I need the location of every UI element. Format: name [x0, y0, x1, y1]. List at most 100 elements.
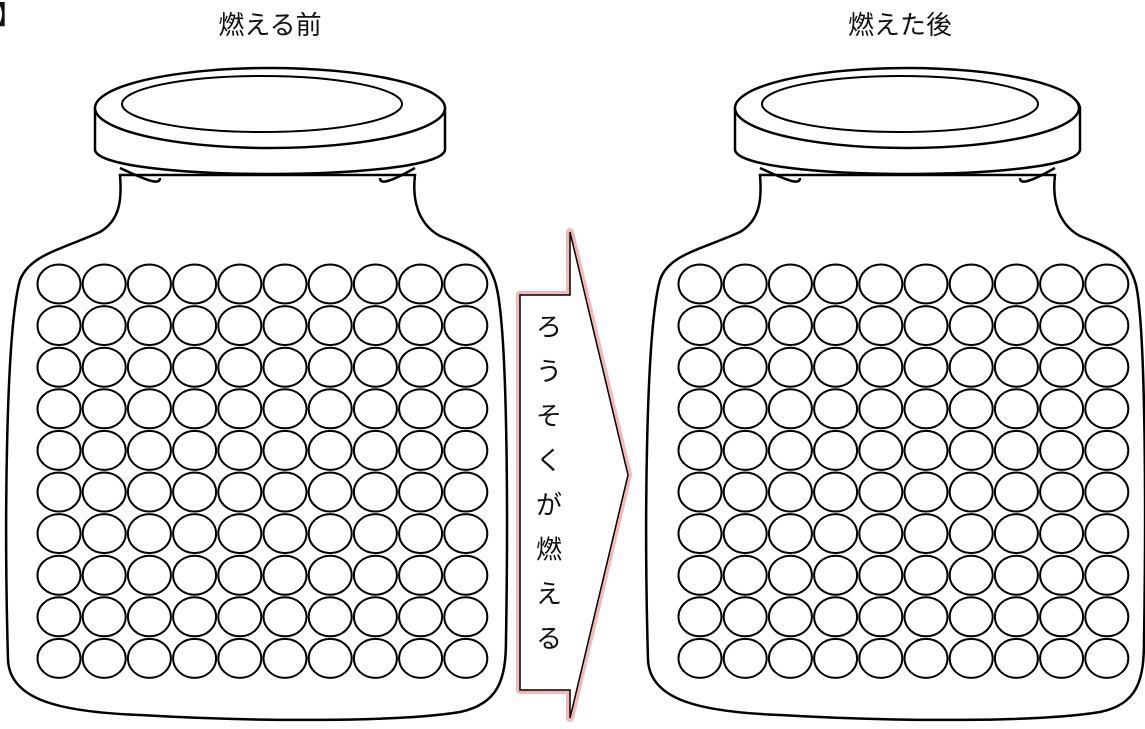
grid-circle	[172, 513, 218, 555]
grid-circle	[81, 305, 127, 347]
grid-circle	[903, 554, 949, 596]
grid-circle	[722, 388, 768, 430]
grid-circle	[443, 471, 489, 513]
grid-circle	[1039, 637, 1085, 679]
jar-before-lid-top	[93, 66, 447, 150]
grid-circle	[398, 388, 444, 430]
grid-circle	[993, 471, 1039, 513]
grid-circle	[217, 637, 263, 679]
grid-circle	[813, 388, 859, 430]
grid-circle	[948, 596, 994, 638]
grid-circle	[398, 429, 444, 471]
grid-circle	[858, 388, 904, 430]
grid-circle	[993, 554, 1039, 596]
grid-circle	[443, 637, 489, 679]
grid-circle	[1084, 305, 1130, 347]
grid-circle	[813, 263, 859, 305]
grid-circle	[903, 346, 949, 388]
grid-circle	[398, 596, 444, 638]
grid-circle	[172, 263, 218, 305]
arrow-label-char: う	[536, 358, 562, 388]
grid-circle	[722, 554, 768, 596]
grid-circle	[352, 305, 398, 347]
jar-after-neck-right	[1018, 166, 1056, 183]
grid-circle	[398, 263, 444, 305]
grid-circle	[352, 554, 398, 596]
grid-circle	[36, 513, 82, 555]
jar-before-title: 燃える前	[218, 11, 321, 41]
grid-circle	[903, 596, 949, 638]
grid-circle	[262, 554, 308, 596]
grid-circle	[217, 388, 263, 430]
grid-circle	[767, 346, 813, 388]
grid-circle	[767, 263, 813, 305]
grid-circle	[1084, 513, 1130, 555]
corner-mark: 】	[0, 1, 22, 31]
grid-circle	[813, 554, 859, 596]
grid-circle	[1084, 346, 1130, 388]
grid-circle	[677, 346, 723, 388]
grid-circle	[172, 429, 218, 471]
grid-circle	[858, 554, 904, 596]
grid-circle	[81, 637, 127, 679]
grid-circle	[126, 346, 172, 388]
grid-circle	[307, 471, 353, 513]
grid-circle	[677, 596, 723, 638]
grid-circle	[172, 346, 218, 388]
grid-circle	[993, 429, 1039, 471]
grid-circle	[948, 429, 994, 471]
grid-circle	[948, 554, 994, 596]
grid-circle	[172, 596, 218, 638]
grid-circle	[993, 346, 1039, 388]
grid-circle	[81, 429, 127, 471]
jar-before: 燃える前	[4, 11, 509, 722]
grid-circle	[1084, 554, 1130, 596]
grid-circle	[307, 554, 353, 596]
grid-circle	[36, 346, 82, 388]
grid-circle	[903, 263, 949, 305]
grid-circle	[262, 596, 308, 638]
grid-circle	[903, 388, 949, 430]
grid-circle	[722, 346, 768, 388]
grid-circle	[948, 388, 994, 430]
grid-circle	[126, 513, 172, 555]
grid-circle	[677, 388, 723, 430]
grid-circle	[993, 263, 1039, 305]
grid-circle	[398, 471, 444, 513]
grid-circle	[858, 305, 904, 347]
grid-circle	[993, 596, 1039, 638]
grid-circle	[81, 471, 127, 513]
grid-circle	[217, 513, 263, 555]
grid-circle	[307, 388, 353, 430]
grid-circle	[813, 596, 859, 638]
grid-circle	[262, 305, 308, 347]
grid-circle	[217, 471, 263, 513]
grid-circle	[677, 471, 723, 513]
grid-circle	[443, 554, 489, 596]
grid-circle	[1039, 596, 1085, 638]
grid-circle	[722, 513, 768, 555]
grid-circle	[36, 263, 82, 305]
grid-circle	[858, 429, 904, 471]
grid-circle	[172, 554, 218, 596]
grid-circle	[172, 388, 218, 430]
grid-circle	[1084, 596, 1130, 638]
grid-circle	[767, 429, 813, 471]
grid-circle	[217, 596, 263, 638]
grid-circle	[677, 637, 723, 679]
jar-after-circle-grid	[677, 263, 1130, 679]
grid-circle	[1039, 429, 1085, 471]
grid-circle	[262, 471, 308, 513]
grid-circle	[677, 263, 723, 305]
grid-circle	[1084, 637, 1130, 679]
grid-circle	[813, 429, 859, 471]
grid-circle	[1039, 346, 1085, 388]
grid-circle	[217, 554, 263, 596]
grid-circle	[813, 471, 859, 513]
grid-circle	[722, 263, 768, 305]
grid-circle	[262, 637, 308, 679]
grid-circle	[262, 388, 308, 430]
grid-circle	[443, 263, 489, 305]
